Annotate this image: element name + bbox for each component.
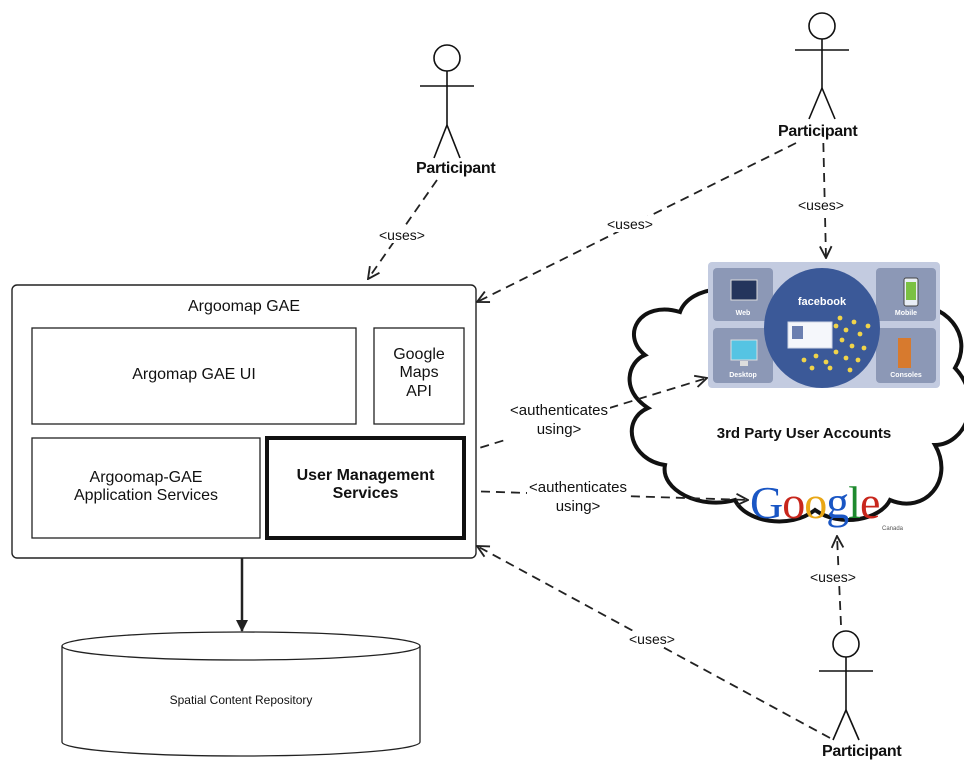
um-line2: Services (332, 485, 399, 503)
um-line1: User Management (296, 467, 435, 484)
repository-label: Spatial Content Repository (169, 693, 313, 707)
participant-top-right-label: Participant (778, 123, 858, 140)
actor-top-center (420, 44, 474, 159)
uses-top-right-vert-line (823, 127, 826, 258)
authenticates-bottom-line2: using> (555, 497, 601, 515)
authenticates-bottom-line1: <authenticates (529, 479, 627, 496)
facebook-consoles-label: Consoles (890, 372, 922, 379)
gae-title: Argoomap GAE (187, 298, 301, 315)
google-letter-3: o (804, 477, 827, 528)
google-letter-4: g (826, 477, 849, 528)
uses-bottom-diag-label: <uses> (627, 631, 677, 648)
user-management-box (265, 436, 466, 540)
participant-bottom-right-label: Participant (822, 743, 902, 760)
authenticates-top-label: <authenticates using> (508, 402, 610, 440)
user-management-label: User Management Services (267, 467, 464, 504)
facebook-logo-text: facebook (797, 296, 847, 308)
uses-bottom-vert-label: <uses> (808, 569, 858, 586)
facebook-desktop-label: Desktop (729, 372, 757, 379)
uses-top-right-vert-label: <uses> (796, 197, 846, 214)
google-letter-1: G (750, 477, 783, 528)
application-services-box (31, 437, 261, 539)
gae-ui-label: Argomap GAE UI (132, 366, 256, 383)
facebook-mobile-label: Mobile (894, 310, 918, 317)
uses-top-center-label: <uses> (377, 227, 427, 244)
app-line1: Argoomap-GAE (89, 469, 203, 486)
facebook-image (708, 262, 940, 388)
repository-cylinder (61, 631, 421, 757)
actor-top-right (795, 12, 849, 120)
actor-bottom-right (819, 630, 873, 741)
application-services-label: Argoomap-GAE Application Services (32, 469, 260, 506)
google-letter-5: l (848, 477, 861, 528)
uses-top-right-diag-label: <uses> (605, 216, 655, 233)
participant-top-center-label: Participant (416, 160, 496, 177)
facebook-web-label: Web (735, 310, 751, 317)
authenticates-top-line2: using> (536, 420, 582, 438)
gae-ui-box (31, 327, 357, 425)
google-maps-api-box (373, 327, 465, 425)
google-logo: Google (750, 477, 880, 528)
third-party-accounts-title: 3rd Party User Accounts (716, 425, 892, 442)
google-maps-api-label: Google Maps API (374, 346, 464, 401)
google-letter-2: o (782, 477, 805, 528)
authenticates-top-line1: <authenticates (510, 402, 608, 419)
google-letter-6: e (860, 477, 880, 528)
maps-line3: API (406, 382, 432, 400)
app-line2: Application Services (73, 487, 219, 505)
maps-line2: Maps (399, 364, 439, 382)
maps-line1: Google (393, 346, 445, 363)
authenticates-bottom-label: <authenticates using> (527, 479, 629, 517)
google-canada-label: Canada (882, 526, 904, 532)
